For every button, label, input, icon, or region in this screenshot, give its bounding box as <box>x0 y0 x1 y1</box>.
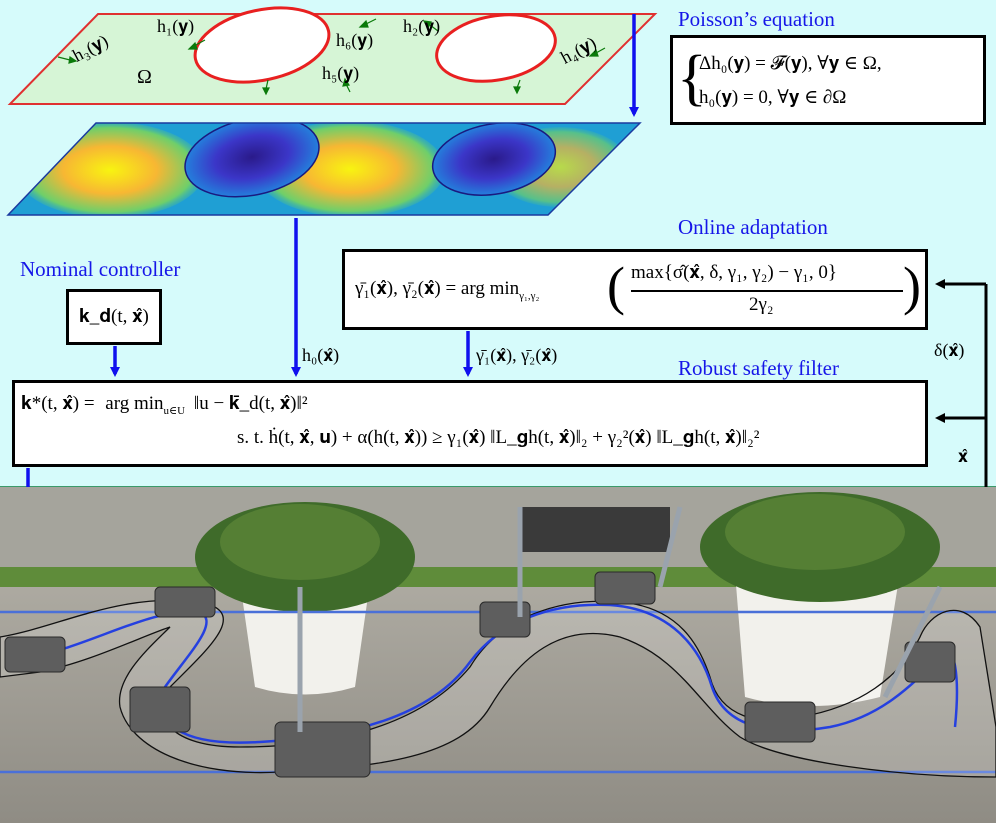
label-online-adaptation: Online adaptation <box>678 215 828 239</box>
label-h2: h₂(𝐲) <box>403 16 441 36</box>
paren-right: ) <box>903 256 921 316</box>
filter-line-2: s. t. ḣ(t, 𝐱̂, 𝐮) + α(h(t, 𝐱̂)) ≥ γ₁(𝐱̂)… <box>237 427 760 448</box>
label-xhat: 𝐱̂ <box>958 446 968 466</box>
paren-left: ( <box>607 256 625 316</box>
label-gamma-bar: γ̄₁(𝐱̂), γ̄₂(𝐱̂) <box>476 345 558 365</box>
poisson-solution-heatmap <box>6 122 642 216</box>
brace: { <box>677 44 707 112</box>
obstacle-1 <box>193 6 331 84</box>
planter-right <box>700 492 940 706</box>
online-adaptation-box: γ̄₁(𝐱̂), γ̄₂(𝐱̂) = arg minγ₁,γ₂ ( max{σ̂… <box>342 249 928 330</box>
filter-line-1: 𝐤*(t, 𝐱̂) = arg minu∈U ‖u − 𝐤̄_d(t, 𝐱̂)‖… <box>21 393 308 417</box>
label-nominal-controller: Nominal controller <box>20 257 181 281</box>
poisson-line-1: Δh₀(𝐲) = 𝓕(𝐲), ∀𝐲 ∈ Ω, <box>699 53 882 74</box>
diagram-panel: Ω h₁(𝐲) h₂(𝐲) h₃(𝐲) h₄(𝐲) h₅(𝐲) h₆(𝐲) <box>0 0 996 510</box>
label-robust-safety-filter: Robust safety filter <box>678 356 839 380</box>
label-h1: h₁(𝐲) <box>157 16 195 36</box>
online-lhs: γ̄₁(𝐱̂), γ̄₂(𝐱̂) = arg minγ₁,γ₂ <box>355 278 540 302</box>
online-numerator: max{σ̂(𝐱̂, δ, γ₁, γ₂) − γ₁, 0} <box>631 262 838 283</box>
nominal-controller-box: 𝐤_𝐝(t, 𝐱̂) <box>66 289 162 345</box>
safety-filter-box: 𝐤*(t, 𝐱̂) = arg minu∈U ‖u − 𝐤̄_d(t, 𝐱̂)‖… <box>12 380 928 467</box>
poisson-equation-box: { Δh₀(𝐲) = 𝓕(𝐲), ∀𝐲 ∈ Ω, h₀(𝐲) = 0, ∀𝐲 ∈… <box>670 35 986 125</box>
nominal-eq: 𝐤_𝐝(t, 𝐱̂) <box>79 306 149 327</box>
poisson-line-2: h₀(𝐲) = 0, ∀𝐲 ∈ ∂Ω <box>699 87 847 108</box>
label-omega: Ω <box>137 66 152 88</box>
label-h5: h₅(𝐲) <box>322 63 360 83</box>
planter-left <box>195 502 415 695</box>
label-delta: δ(𝐱̂) <box>934 340 965 360</box>
label-poisson: Poisson’s equation <box>678 7 835 31</box>
fraction-bar <box>631 290 903 292</box>
label-h6: h₆(𝐲) <box>336 30 374 50</box>
online-denominator: 2γ₂ <box>749 294 774 315</box>
obstacle-2 <box>435 13 557 83</box>
robot-experiment-photo <box>0 487 996 823</box>
domain-omega-plot <box>7 6 658 105</box>
label-h0-hat: h₀(𝐱̂) <box>302 345 340 365</box>
